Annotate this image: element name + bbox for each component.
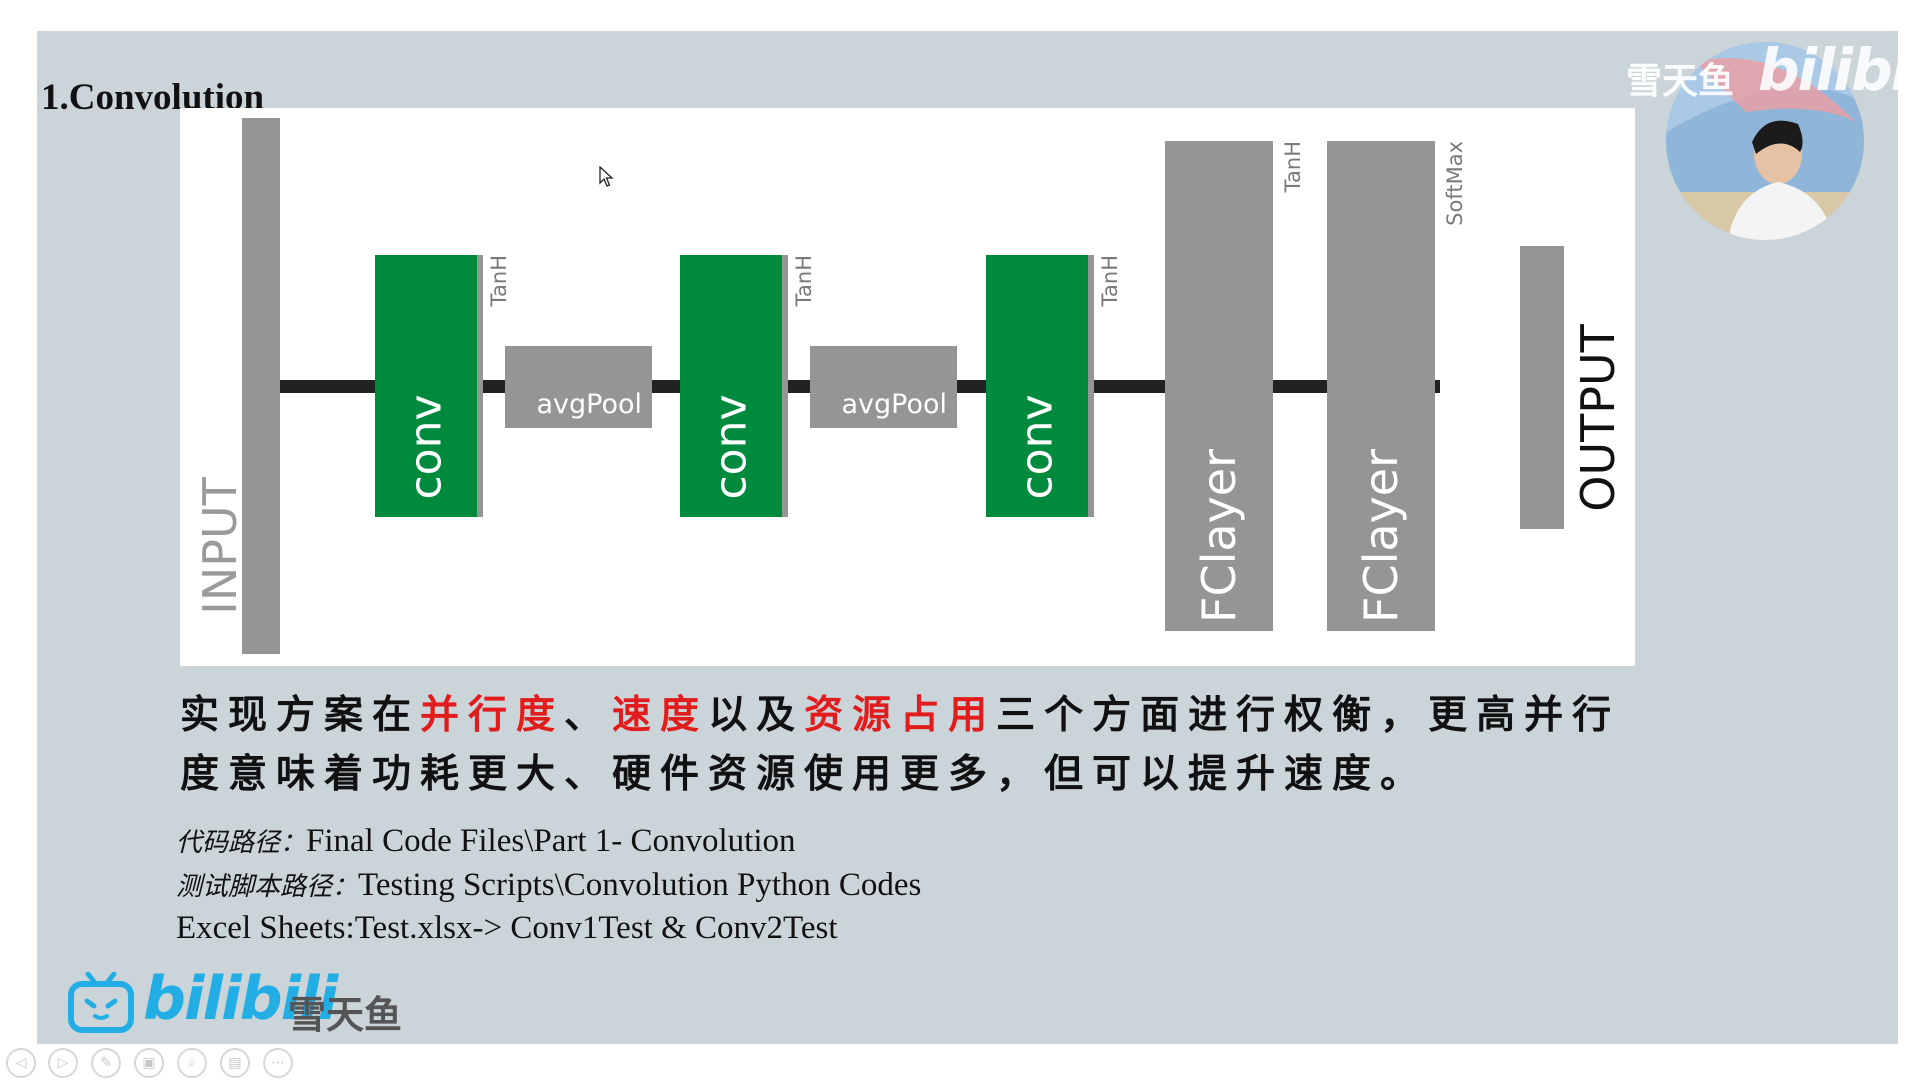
conv-block-1: conv (375, 255, 477, 517)
tanh-label: TanH (1098, 255, 1122, 307)
avatar (1666, 42, 1864, 240)
bilibili-tv-icon (68, 972, 134, 1033)
code-path-value: Final Code Files\Part 1- Convolution (306, 823, 796, 859)
pen-icon[interactable]: ✎ (91, 1048, 121, 1078)
para-text: 以及 (708, 692, 805, 738)
top-watermark-name: 雪天鱼 (1626, 61, 1735, 102)
tanh-label: TanH (487, 255, 511, 307)
para-text: 三个方面进行权衡，更高并行度意味着功耗更大、硬件资源使用更多，但可以提升速度。 (180, 692, 1621, 797)
next-icon[interactable]: ▷ (48, 1048, 78, 1078)
code-path-label: 代码路径： (176, 828, 307, 858)
tanh-label: TanH (792, 255, 816, 307)
fclayer-label: FClayer (1192, 449, 1246, 623)
bottom-watermark-name: 雪天鱼 (288, 993, 403, 1037)
test-path-label: 测试脚本路径： (176, 872, 359, 902)
fc-layer-block-2: FClayer (1327, 141, 1435, 631)
output-label: OUTPUT (1571, 324, 1625, 512)
para-text: 、 (564, 692, 613, 738)
test-path-line: 测试脚本路径：Testing Scripts\Convolution Pytho… (176, 866, 921, 904)
mouse-cursor-icon (599, 166, 614, 187)
more-icon[interactable]: ⋯ (263, 1048, 293, 1078)
prev-icon[interactable]: ◁ (6, 1048, 36, 1078)
avgpool-label: avgPool (841, 389, 947, 420)
fclayer-label: FClayer (1354, 449, 1408, 623)
tanh-label: TanH (1281, 141, 1305, 193)
conv-label: conv (400, 394, 452, 500)
softmax-label: SoftMax (1443, 141, 1467, 226)
test-path-value: Testing Scripts\Convolution Python Codes (358, 867, 922, 903)
conv-label: conv (1011, 394, 1063, 500)
avgpool-block-2: avgPool (810, 346, 957, 428)
conv-label: conv (705, 394, 757, 500)
avatar-image-icon (1666, 42, 1864, 240)
code-path-line: 代码路径：Final Code Files\Part 1- Convolutio… (176, 822, 796, 860)
zoom-icon[interactable]: ⌕ (177, 1048, 207, 1078)
excel-line: Excel Sheets:Test.xlsx-> Conv1Test & Con… (176, 910, 838, 946)
highlight-speed: 速度 (612, 692, 709, 738)
subtitles-icon[interactable]: ▤ (220, 1048, 250, 1078)
top-bilibili-logo: bilibili (1758, 36, 1920, 104)
avgpool-block-1: avgPool (505, 346, 652, 428)
avgpool-label: avgPool (536, 389, 642, 420)
slides-icon[interactable]: ▣ (134, 1048, 164, 1078)
cnn-diagram: INPUT conv TanH avgPool conv TanH avgPoo… (180, 108, 1635, 666)
input-label: INPUT (193, 477, 247, 615)
fc-layer-block-1: FClayer (1165, 141, 1273, 631)
highlight-resource: 资源占用 (804, 692, 997, 738)
para-text: 实现方案在 (180, 692, 421, 738)
input-block (242, 118, 280, 654)
description-paragraph: 实现方案在并行度、速度以及资源占用三个方面进行权衡，更高并行度意味着功耗更大、硬… (180, 686, 1640, 804)
conv-block-3: conv (986, 255, 1088, 517)
highlight-parallelism: 并行度 (420, 692, 565, 738)
output-block (1520, 246, 1564, 529)
conv-block-2: conv (680, 255, 782, 517)
bottom-bilibili-logo: bilibili (143, 964, 338, 1034)
